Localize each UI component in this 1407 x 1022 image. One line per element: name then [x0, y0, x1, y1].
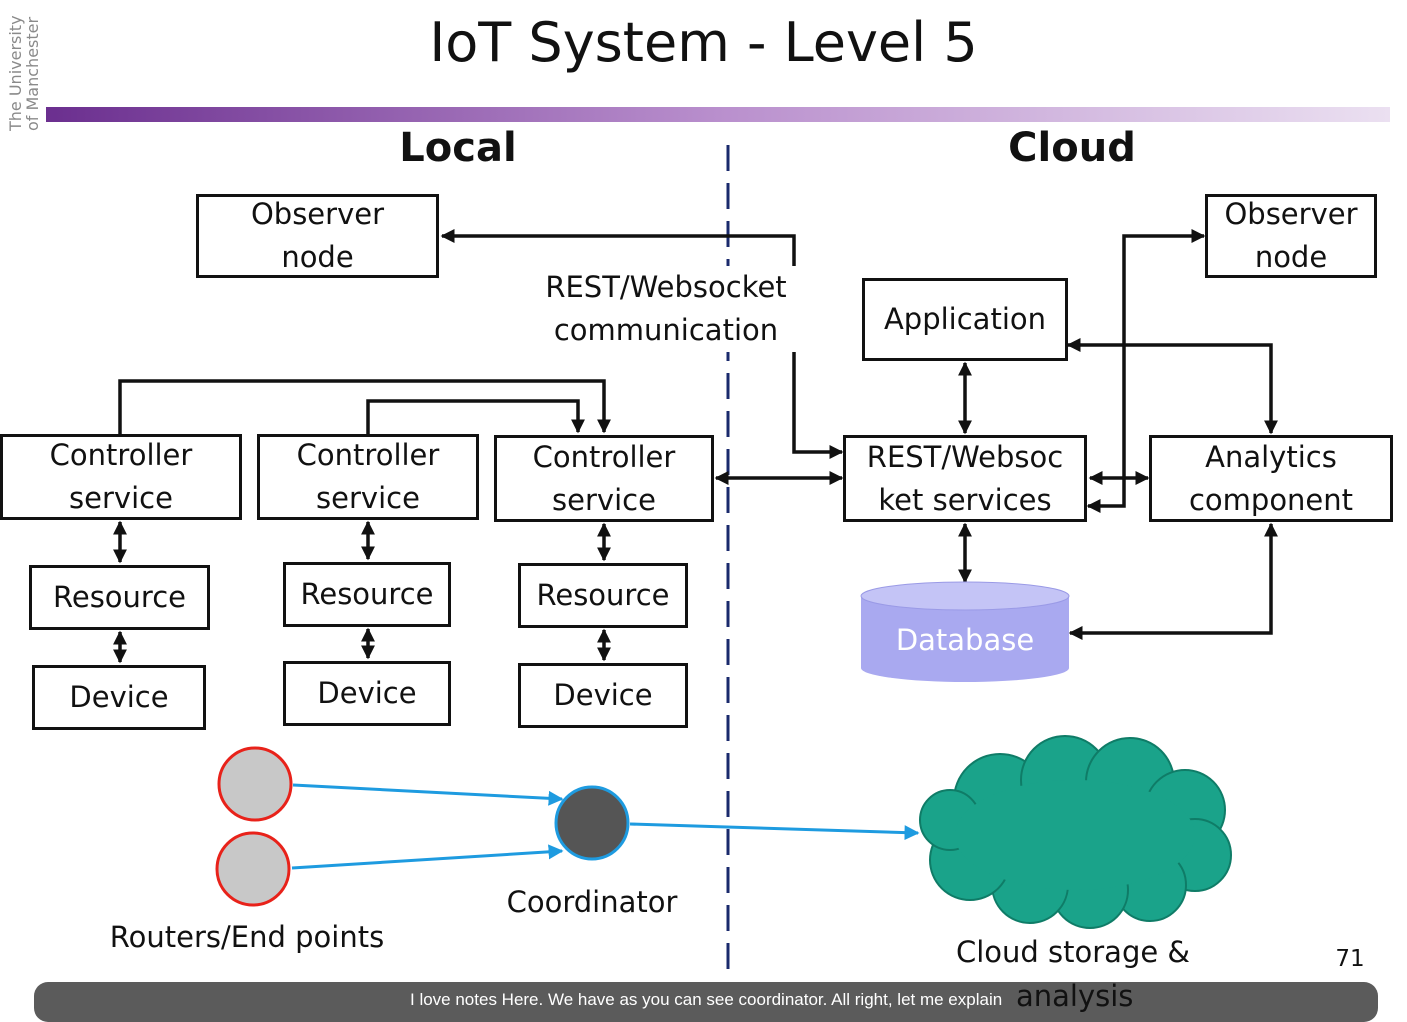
analytics-component-box: Analytics component [1149, 435, 1393, 522]
cloud-observer-line2: node [1254, 240, 1328, 274]
caption-bar: I love notes Here. We have as you can se… [34, 979, 1378, 1022]
rest-comm-line2: communication [553, 313, 779, 347]
app-analytics-link [1066, 338, 1278, 435]
local-heading: Local [399, 125, 517, 171]
resource-2: Resource [283, 562, 451, 627]
connectors [113, 229, 1278, 664]
local-observer-line1: Observer [250, 197, 385, 231]
ctrl2-ctrl3-link [366, 399, 585, 434]
analytics-line1: Analytics [1205, 439, 1337, 474]
analytics-db-link [1068, 522, 1278, 640]
resource-3: Resource [518, 563, 688, 628]
analytics-line2: component [1188, 482, 1354, 517]
ctrl1-ctrl3-link [118, 379, 611, 434]
caption-text: I love notes Here. We have as you can se… [410, 990, 1003, 1009]
coordinator-cloud-link [629, 822, 920, 841]
coordinator-label: Coordinator [506, 885, 678, 919]
cloud-heading: Cloud [1008, 125, 1136, 171]
cloud-storage-label-cont: analysis [1016, 979, 1134, 1013]
local-observer-node: Observer node [196, 194, 439, 278]
title-bar [46, 107, 1390, 122]
controller-service-2: Controller service [257, 434, 479, 520]
resource-1: Resource [29, 565, 210, 630]
controller-2-line2: service [316, 481, 420, 515]
controller-1-line2: service [69, 481, 173, 515]
routers-label: Routers/End points [109, 920, 385, 954]
device-3: Device [518, 663, 688, 728]
cloud-storage-label: Cloud storage & [955, 935, 1191, 969]
controller-1-line1: Controller [49, 438, 193, 472]
rest-services-line1: REST/Websoc [866, 439, 1064, 474]
controller-service-1: Controller service [0, 434, 242, 520]
router-node-2 [215, 831, 291, 907]
rest-services-box: REST/Websoc ket services [843, 435, 1087, 522]
controller-service-3: Controller service [494, 435, 714, 522]
local-observer-line2: node [281, 240, 354, 274]
cloud-shape [919, 735, 1232, 929]
database-label: Database [895, 623, 1035, 657]
rest-comm-line1: REST/Websocket [545, 270, 787, 304]
application-box: Application [862, 278, 1068, 361]
cloud-observer-node: Observer node [1205, 194, 1377, 278]
page-number: 71 [1335, 946, 1365, 972]
router1-coordinator-link [292, 783, 564, 806]
controller-3-line1: Controller [532, 439, 676, 474]
controller-2-line1: Controller [296, 438, 440, 472]
router2-coordinator-link [291, 844, 564, 870]
coordinator-node [554, 785, 630, 861]
rest-communication-label: REST/Websocket communication [536, 266, 796, 352]
wireless-links [291, 783, 920, 870]
device-1: Device [32, 665, 206, 730]
cloud-observer-line1: Observer [1224, 197, 1358, 231]
router-node-1 [217, 746, 293, 822]
page-title: IoT System - Level 5 [429, 11, 978, 74]
database-cylinder [860, 581, 1070, 682]
device-2: Device [283, 661, 451, 726]
controller-3-line2: service [552, 482, 656, 517]
rest-services-line2: ket services [878, 482, 1052, 517]
